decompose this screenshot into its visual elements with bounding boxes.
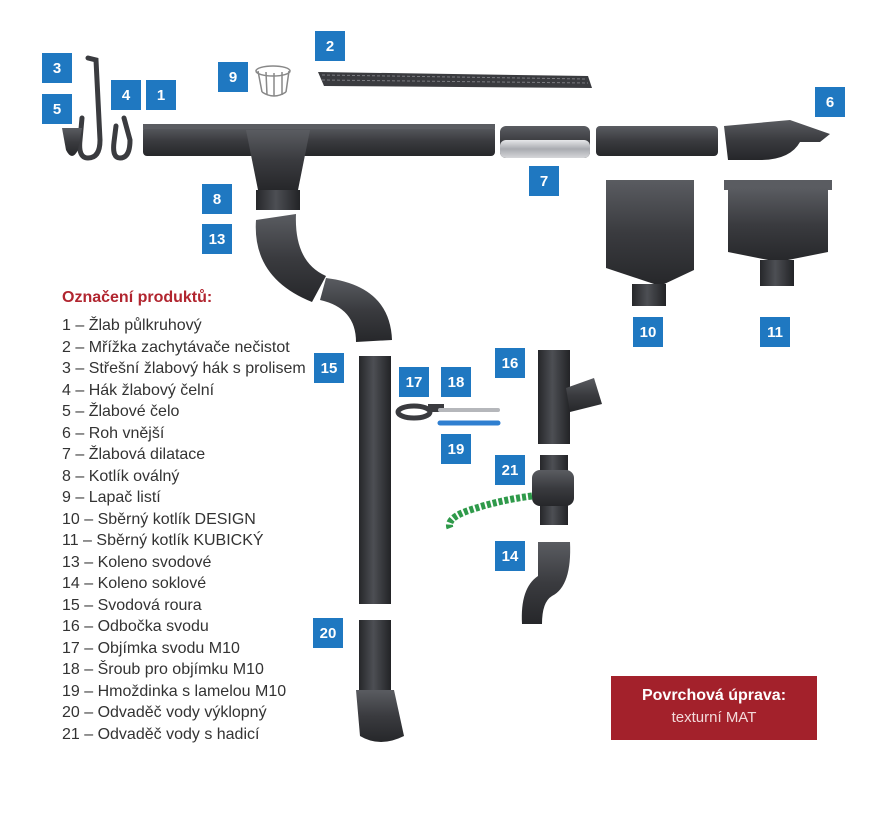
badge-19: 19 <box>441 434 471 464</box>
badge-17: 17 <box>399 367 429 397</box>
oval-outlet <box>246 130 310 210</box>
legend-item: 8 – Kotlík oválný <box>62 467 180 485</box>
legend-item: 2 – Mřížka zachytávače nečistot <box>62 338 290 356</box>
plinth-elbow <box>521 542 571 624</box>
rain-diverter <box>356 620 404 742</box>
badge-4: 4 <box>111 80 141 110</box>
badge-9: 9 <box>218 62 248 92</box>
badge-10: 10 <box>633 317 663 347</box>
surface-finish-box: Povrchová úprava: texturní MAT <box>611 676 817 740</box>
legend-item: 7 – Žlabová dilatace <box>62 446 206 463</box>
legend-item: 14 – Koleno soklové <box>62 575 207 592</box>
roof-hook <box>77 55 103 161</box>
badge-3: 3 <box>42 53 72 83</box>
legend-item: 21 – Odvaděč vody s hadicí <box>62 725 260 743</box>
gutter-end-cap <box>62 128 82 156</box>
downpipe-branch <box>538 350 602 444</box>
legend-item: 17 – Objímka svodu M10 <box>62 639 240 657</box>
legend-item: 19 – Hmoždinka s lamelou M10 <box>62 682 287 700</box>
badge-13: 13 <box>202 224 232 254</box>
surface-finish-value: texturní MAT <box>671 709 757 726</box>
pipe-clamp <box>395 403 444 421</box>
collector-box-design <box>606 180 694 306</box>
diverter-with-hose <box>445 455 574 530</box>
legend-item: 5 – Žlabové čelo <box>62 403 180 420</box>
badge-20: 20 <box>313 618 343 648</box>
badge-8: 8 <box>202 184 232 214</box>
legend-item: 9 – Lapač listí <box>62 489 161 506</box>
gutter-section <box>596 126 718 156</box>
gutter-mesh <box>318 72 592 88</box>
legend-item: 18 – Šroub pro objímku M10 <box>62 661 264 678</box>
product-legend: 1 – Žlab půlkruhový 2 – Mřížka zachytáva… <box>62 315 332 745</box>
legend-item: 20 – Odvaděč vody výklopný <box>62 704 267 721</box>
legend-item: 13 – Koleno svodové <box>62 553 212 571</box>
legend-item: 10 – Sběrný kotlík DESIGN <box>62 510 256 528</box>
collector-box-cubic <box>724 180 832 286</box>
badge-15: 15 <box>314 353 344 383</box>
legend-item: 15 – Svodová roura <box>62 596 202 614</box>
outer-corner <box>724 120 830 160</box>
leaf-guard <box>255 65 291 97</box>
front-hook <box>111 115 133 161</box>
badge-6: 6 <box>815 87 845 117</box>
legend-item: 11 – Sběrný kotlík KUBICKÝ <box>62 532 264 549</box>
downpipe <box>359 356 391 604</box>
badge-16: 16 <box>495 348 525 378</box>
legend-item: 3 – Střešní žlabový hák s prolisem <box>62 360 306 377</box>
legend-item: 16 – Odbočka svodu <box>62 618 209 635</box>
badge-7: 7 <box>529 166 559 196</box>
badge-1: 1 <box>146 80 176 110</box>
badge-5: 5 <box>42 94 72 124</box>
legend-title: Označení produktů: <box>62 289 213 306</box>
downpipe-elbow-lower <box>320 278 392 342</box>
downpipe-elbow <box>255 214 326 302</box>
half-round-gutter <box>143 124 495 156</box>
badge-14: 14 <box>495 541 525 571</box>
badge-18: 18 <box>441 367 471 397</box>
legend-item: 4 – Hák žlabový čelní <box>62 381 215 399</box>
badge-2: 2 <box>315 31 345 61</box>
gutter-dilatation <box>500 126 590 158</box>
badge-21: 21 <box>495 455 525 485</box>
surface-finish-title: Povrchová úprava: <box>641 687 787 704</box>
legend-item: 6 – Roh vnější <box>62 424 165 442</box>
badge-11: 11 <box>760 317 790 347</box>
legend-item: 1 – Žlab půlkruhový <box>62 317 202 334</box>
